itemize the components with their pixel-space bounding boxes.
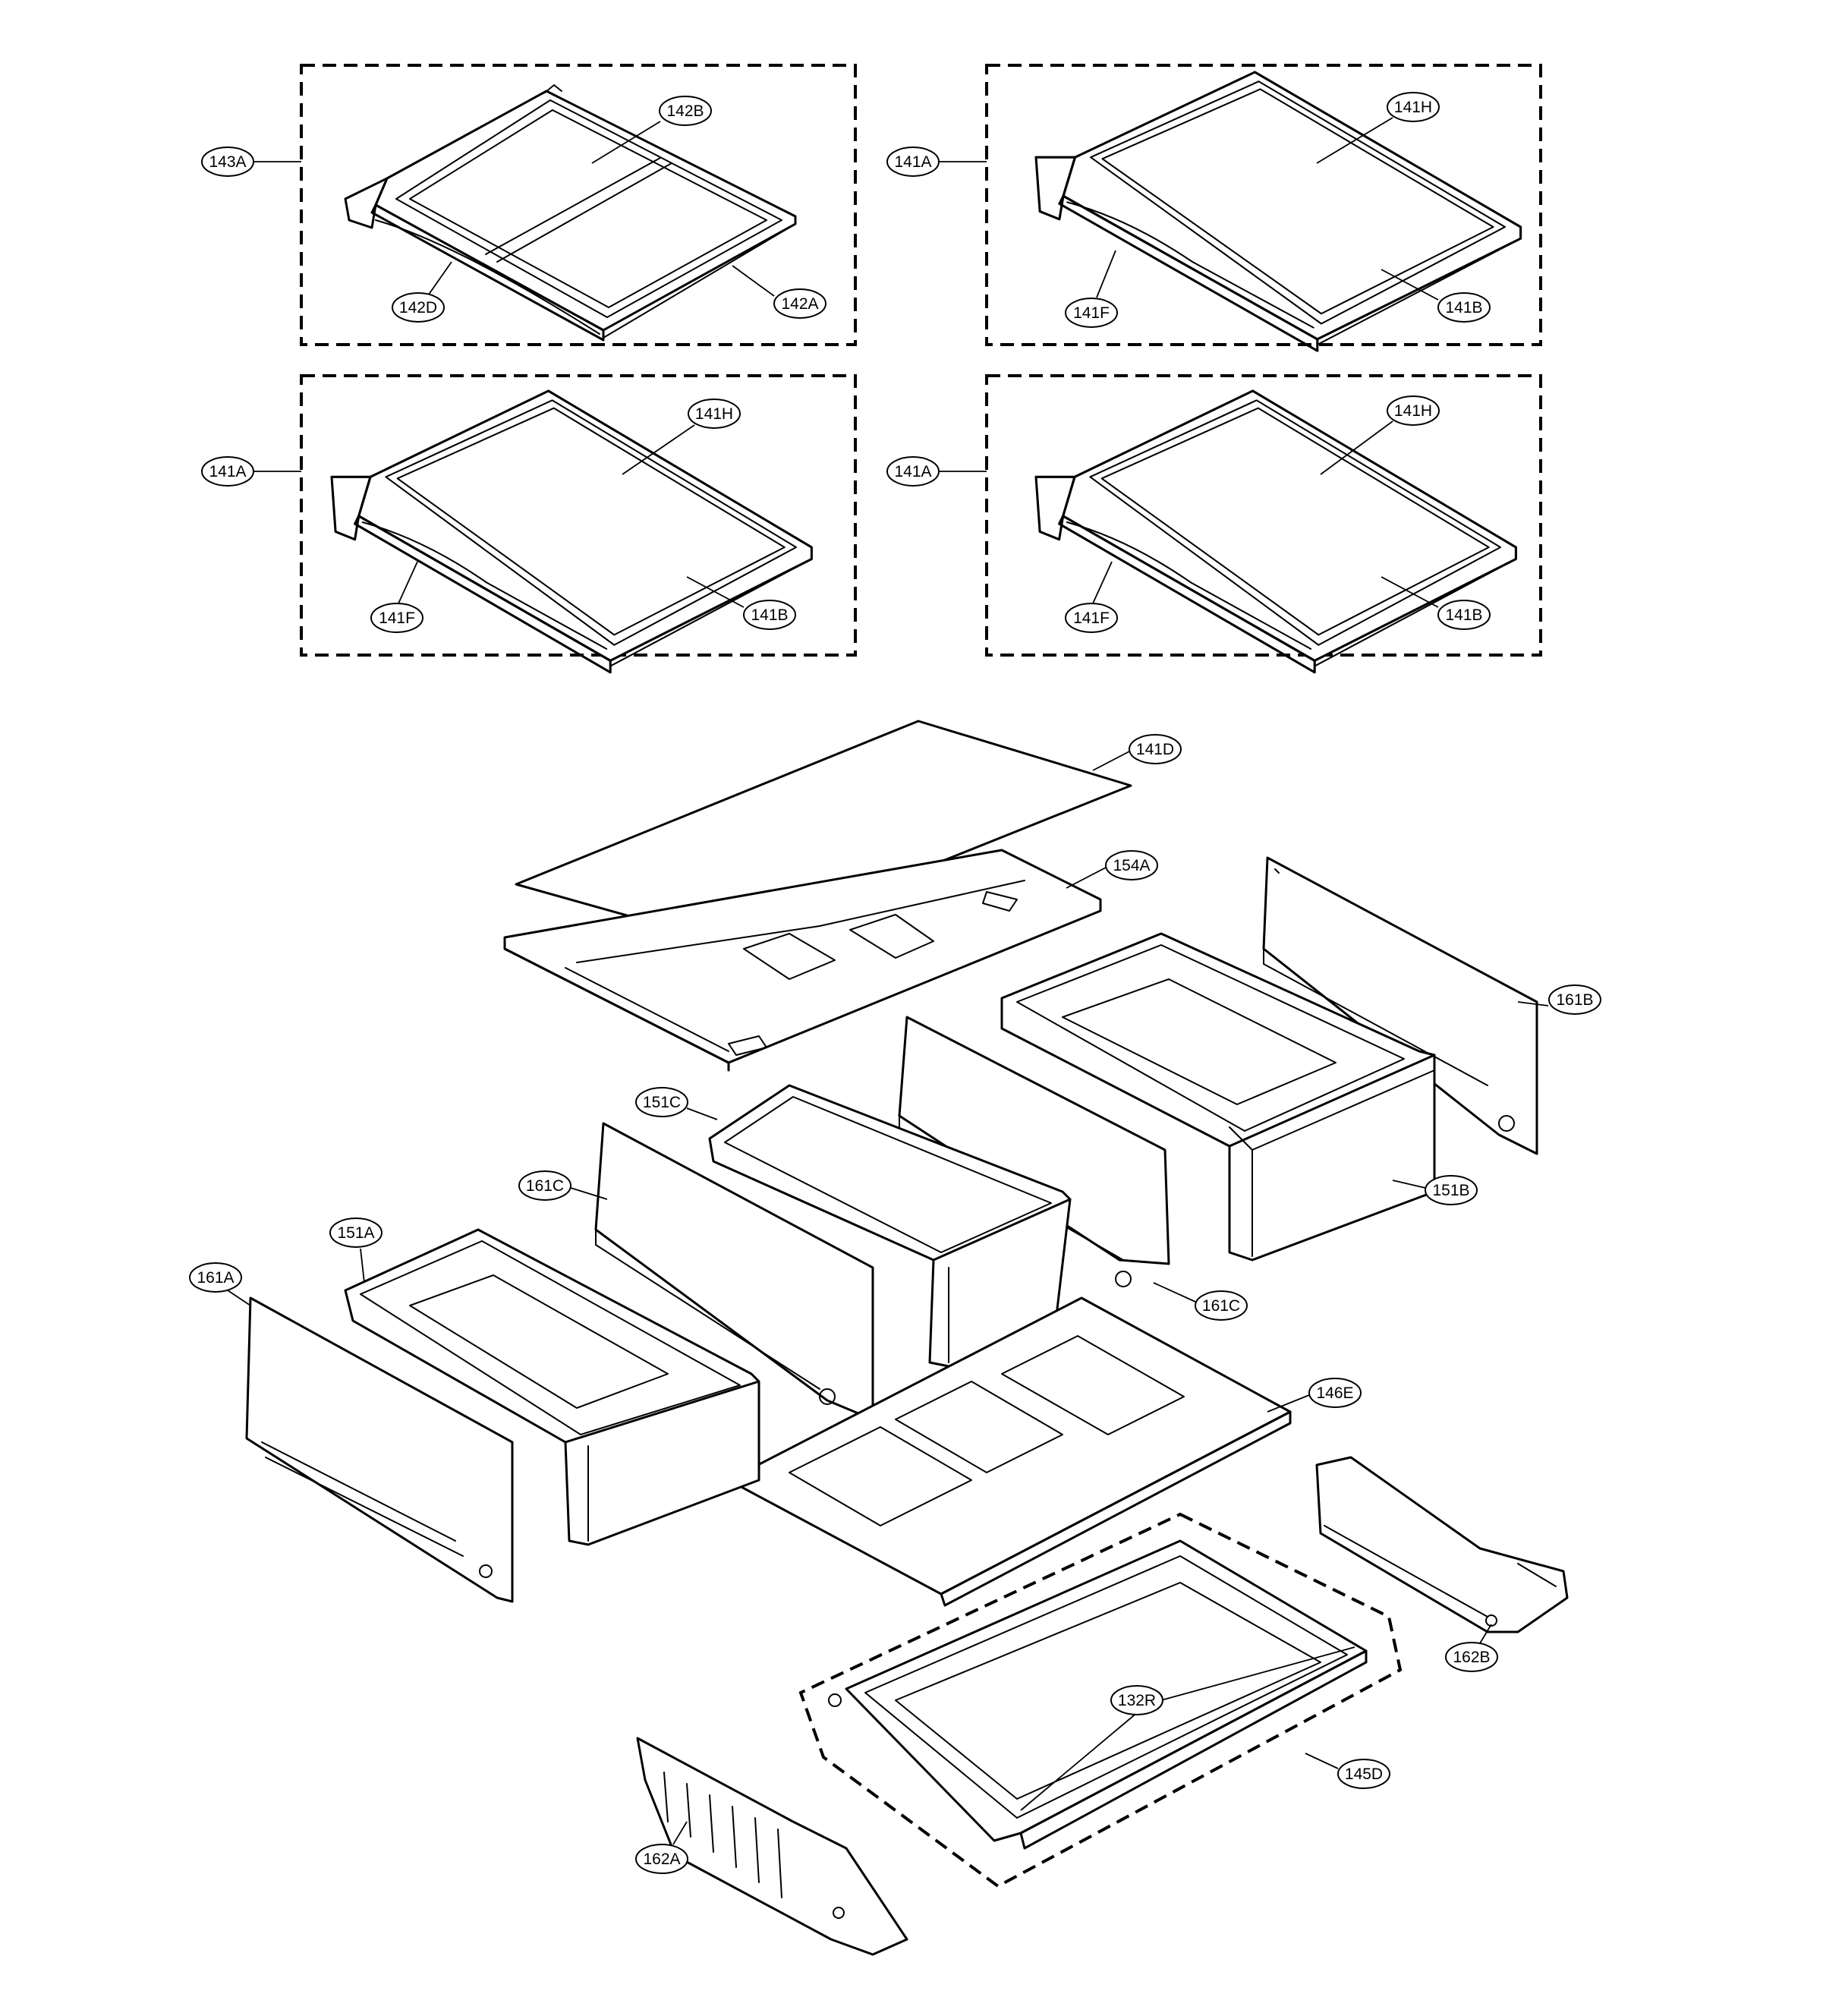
callout-151A-text: 151A [337, 1224, 374, 1242]
callout-132R [1110, 1685, 1163, 1715]
bottom-cover-146E [727, 1296, 1292, 1607]
crisper-bin-151A [344, 1228, 760, 1546]
callout-141H-3 [1387, 395, 1440, 426]
callout-161A-text: 161A [197, 1269, 234, 1287]
crisper-cover-154A [503, 849, 1102, 1072]
crisper-bin-151B [1000, 932, 1436, 1262]
callout-142A-text: 142A [781, 295, 818, 313]
callout-142D-text: 142D [399, 299, 437, 317]
callout-141F-1 [1065, 298, 1118, 328]
callout-141F-2 [370, 603, 423, 633]
divider-panel-161A [245, 1296, 514, 1603]
callout-141H-1-text: 141H [1394, 99, 1432, 116]
callout-141B-2-text: 141B [751, 606, 788, 624]
callout-141B-1-text: 141B [1445, 299, 1482, 317]
callout-141A-1-text: 141A [894, 153, 931, 171]
callout-141A-2 [201, 456, 254, 487]
callout-141F-2-text: 141F [379, 610, 415, 627]
callout-161B-text: 161B [1556, 991, 1593, 1009]
callout-145D [1337, 1759, 1390, 1789]
shelf-assembly-141A-1 [985, 64, 1542, 352]
callout-141A-2-text: 141A [209, 463, 246, 480]
callout-162B-text: 162B [1453, 1649, 1490, 1666]
divider-panel-161C-left [594, 1122, 874, 1421]
callout-142B [659, 96, 712, 126]
callout-141B-1 [1437, 292, 1491, 323]
callout-161A [189, 1262, 242, 1293]
callout-141H-2 [688, 398, 741, 429]
callout-143A [201, 146, 254, 177]
callout-162B [1445, 1642, 1498, 1672]
callout-161C-2 [1195, 1290, 1248, 1321]
tray-assembly-145D [798, 1512, 1403, 1888]
shelf-assembly-143A [300, 64, 857, 346]
callout-141B-3-text: 141B [1445, 606, 1482, 624]
shelf-assembly-141A-2 [300, 374, 857, 674]
callout-161C-1 [518, 1170, 571, 1201]
callout-162A-text: 162A [643, 1851, 680, 1868]
callout-151C [635, 1087, 688, 1117]
callout-141A-1 [886, 146, 940, 177]
callout-151A [329, 1217, 383, 1248]
callout-132R-text: 132R [1118, 1692, 1156, 1709]
callout-161C-2-text: 161C [1202, 1297, 1240, 1315]
callout-141F-3 [1065, 603, 1118, 633]
callout-154A [1105, 850, 1158, 880]
callout-146E-text: 146E [1316, 1384, 1353, 1402]
shelf-assembly-141A-3 [985, 374, 1542, 674]
callout-141H-3-text: 141H [1394, 402, 1432, 420]
callout-141A-3-text: 141A [894, 463, 931, 480]
callout-151B [1425, 1175, 1478, 1205]
rail-cover-162A [636, 1737, 908, 1956]
callout-142B-text: 142B [666, 102, 704, 120]
callout-161C-1-text: 161C [526, 1177, 564, 1195]
callout-161B [1548, 984, 1601, 1015]
callout-141B-3 [1437, 600, 1491, 630]
divider-panel-161B [1262, 856, 1538, 1155]
callout-141D [1129, 734, 1182, 764]
rail-cover-162B [1315, 1456, 1569, 1633]
callout-141F-3-text: 141F [1073, 610, 1110, 627]
callout-151B-text: 151B [1432, 1182, 1469, 1199]
callout-141D-text: 141D [1136, 741, 1174, 758]
callout-151C-text: 151C [643, 1094, 681, 1111]
callout-142A [773, 288, 826, 319]
callout-141H-2-text: 141H [695, 405, 733, 423]
callout-162A [635, 1844, 688, 1874]
callout-141B-2 [743, 600, 796, 630]
callout-141H-1 [1387, 92, 1440, 122]
callout-146E [1308, 1378, 1362, 1408]
callout-141A-3 [886, 456, 940, 487]
callout-145D-text: 145D [1345, 1766, 1383, 1783]
callout-141F-1-text: 141F [1073, 304, 1110, 322]
callout-142D [392, 292, 445, 323]
callout-154A-text: 154A [1113, 857, 1150, 874]
callout-143A-text: 143A [209, 153, 246, 171]
